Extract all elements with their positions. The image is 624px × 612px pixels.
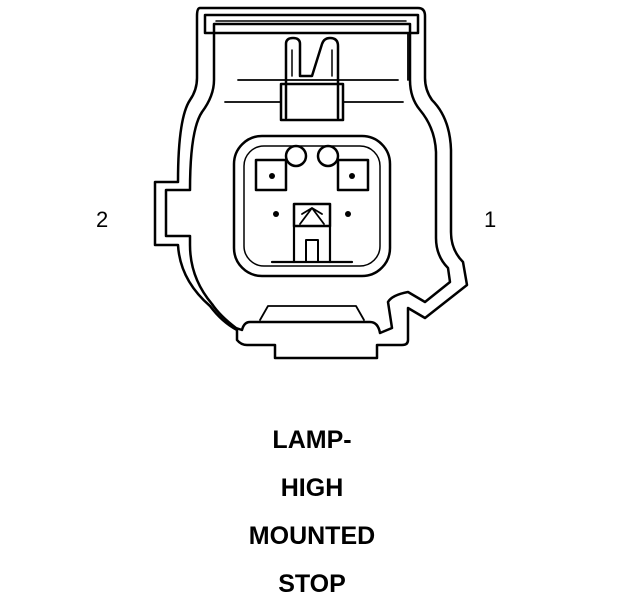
caption-line-4: STOP (278, 570, 346, 598)
connector-housing-outer (153, 6, 469, 360)
caption-line-2: HIGH (280, 474, 344, 502)
caption-line-3: MOUNTED (248, 522, 376, 550)
terminal-1 (336, 158, 370, 192)
connector-housing-inner (164, 22, 452, 335)
pin-number-1: 1 (484, 207, 497, 232)
terminal-2 (254, 158, 288, 192)
pin-number-2: 2 (96, 207, 109, 232)
caption-line-1: LAMP- (272, 426, 352, 454)
latch-bar (203, 13, 420, 35)
terminal-2-hole (284, 144, 308, 168)
latch-lever-base (279, 82, 345, 122)
terminal-1-hole (316, 144, 340, 168)
terminal-cavity (232, 134, 392, 278)
connector-caption: LAMP- HIGH MOUNTED STOP (0, 420, 624, 612)
latch-lever (284, 36, 340, 120)
